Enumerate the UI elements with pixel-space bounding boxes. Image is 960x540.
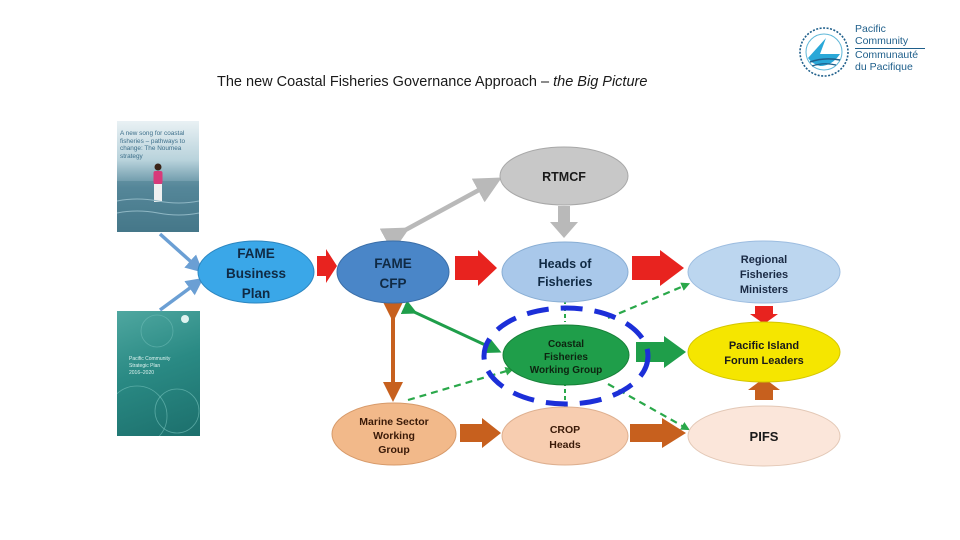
arrow-fame-bp-to-cfp: [317, 249, 337, 283]
logo-divider: [855, 48, 925, 49]
ministers-line-1: Regional: [741, 254, 787, 266]
arrow-cfp-cfwg: [400, 300, 502, 354]
fame-bp-line-3: Plan: [242, 286, 271, 301]
arrow-cfp-to-heads: [455, 250, 497, 286]
node-coastal-fisheries-working-group: Coastal Fisheries Working Group: [481, 305, 651, 407]
strategic-plan-pattern-icon: [117, 314, 200, 436]
node-heads-of-fisheries: Heads of Fisheries: [501, 241, 629, 303]
mswg-line-2: Working: [373, 430, 415, 442]
logo-line-2: Community: [855, 34, 909, 47]
logo-line-4: du Pacifique: [855, 60, 913, 73]
node-marine-sector-working-group: Marine Sector Working Group: [331, 402, 457, 466]
ministers-line-2: Fisheries: [740, 269, 788, 281]
crop-line-1: CROP: [550, 424, 580, 436]
logo-line-3: Communauté: [855, 49, 919, 61]
dashed-arrow-cfwg-to-ministers: [607, 282, 691, 320]
arrow-new-song-to-fame-bp: [158, 232, 204, 273]
strategic-plan-cover-image: Pacific Community Strategic Plan 2016–20…: [117, 311, 200, 436]
rtmcf-label: RTMCF: [542, 170, 586, 184]
new-song-cover-image: A new song for coastal fisheries – pathw…: [117, 121, 199, 232]
strategic-plan-line-3: 2016–2020: [129, 370, 155, 376]
cfwg-line-1: Coastal: [548, 339, 584, 350]
mswg-line-1: Marine Sector: [359, 416, 428, 428]
cfwg-line-3: Working Group: [530, 365, 603, 376]
arrow-heads-to-ministers: [632, 250, 684, 286]
heads-line-2: Fisheries: [538, 275, 593, 289]
arrow-cfp-rtmcf: [379, 177, 502, 253]
pacific-community-logo: Pacific Community Communauté du Pacifiqu…: [796, 22, 936, 82]
arrow-rtmcf-to-heads: [550, 206, 578, 238]
person-in-water-icon: [117, 163, 199, 232]
arrow-ministers-to-leaders: [750, 306, 778, 324]
title-main: The new Coastal Fisheries Governance App…: [217, 74, 550, 90]
fame-bp-line-2: Business: [226, 266, 286, 281]
strategic-plan-cover-text: Pacific Community Strategic Plan 2016–20…: [129, 356, 195, 377]
arrow-crop-to-pifs: [630, 418, 686, 448]
dashed-highlight-ring: [481, 305, 651, 407]
leaders-line-2: Forum Leaders: [724, 355, 803, 367]
node-regional-fisheries-ministers: Regional Fisheries Ministers: [687, 240, 841, 304]
pacific-community-emblem-icon: [799, 27, 849, 77]
arrow-strategic-plan-to-fame-bp: [158, 277, 204, 312]
node-fame-cfp: FAME CFP: [336, 240, 450, 304]
pifs-label: PIFS: [750, 429, 779, 444]
fame-bp-line-1: FAME: [237, 246, 275, 261]
strategic-plan-line-2: Strategic Plan: [129, 363, 161, 369]
logo-line-1: Pacific: [855, 23, 886, 35]
arrow-mswg-to-crop: [460, 418, 501, 448]
slide-title: The new Coastal Fisheries Governance App…: [217, 74, 777, 90]
node-crop-heads: CROP Heads: [501, 406, 629, 466]
node-pacific-island-forum-leaders: Pacific Island Forum Leaders: [687, 321, 841, 383]
heads-line-1: Heads of: [539, 257, 593, 271]
fame-cfp-line-2: CFP: [380, 276, 407, 291]
leaders-line-1: Pacific Island: [729, 340, 799, 352]
ministers-line-3: Ministers: [740, 284, 788, 296]
dashed-arrow-mswg-to-cfwg: [407, 367, 515, 402]
arrow-cfwg-to-leaders: [636, 336, 686, 368]
title-italic: the Big Picture: [553, 74, 648, 90]
node-pifs: PIFS: [687, 405, 841, 467]
node-rtmcf: RTMCF: [499, 146, 629, 206]
crop-line-2: Heads: [549, 439, 581, 451]
fame-cfp-line-1: FAME: [374, 256, 412, 271]
mswg-line-3: Group: [378, 444, 410, 456]
logo-text: Pacific Community Communauté du Pacifiqu…: [855, 23, 935, 73]
arrow-pifs-to-leaders: [748, 378, 780, 400]
strategic-plan-line-1: Pacific Community: [129, 356, 171, 362]
node-fame-business-plan: FAME Business Plan: [197, 240, 315, 304]
new-song-cover-text: A new song for coastal fisheries – pathw…: [120, 130, 186, 160]
cfwg-line-2: Fisheries: [544, 352, 588, 363]
